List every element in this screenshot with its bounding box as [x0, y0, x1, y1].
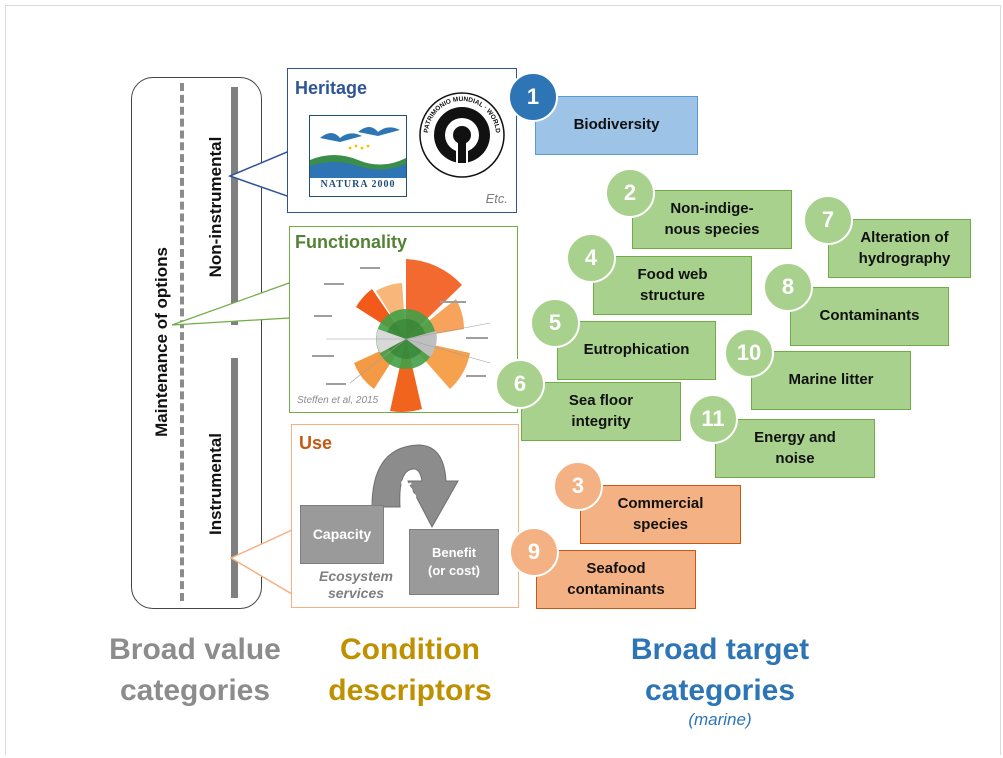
condition-line-2: descriptors	[328, 673, 492, 707]
target-box-marine-litter: Marine litter	[751, 351, 911, 410]
planetary-boundaries-icon	[312, 259, 491, 412]
broad-target-line-2: categories	[644, 673, 796, 707]
target-label-10: Marine litter	[788, 371, 874, 389]
broad-value-heading: Broad value categories	[90, 630, 300, 711]
target-label-6a: Sea floor	[568, 392, 634, 410]
natura-2000-logo: NATURA 2000	[309, 115, 407, 197]
target-label-11b: noise	[775, 449, 815, 467]
target-label-9a: Seafood	[586, 560, 646, 578]
target-number-2: 2	[605, 168, 655, 218]
target-label-11a: Energy and	[754, 429, 836, 447]
target-number-1: 1	[508, 72, 558, 122]
condition-descriptors-heading: Condition descriptors	[305, 630, 515, 711]
target-number-8: 8	[763, 262, 813, 312]
target-box-hydrography: Alteration of hydrography	[828, 219, 971, 278]
functionality-title: Functionality	[295, 232, 407, 252]
heritage-etc: Etc.	[485, 191, 508, 206]
use-panel: Use Use Capacity Benefit (or cost) Ecosy…	[291, 424, 519, 608]
target-label-3a: Commercial	[617, 495, 704, 513]
use-arrow-icon	[371, 444, 459, 529]
target-box-sea-floor: Sea floor integrity	[521, 382, 681, 441]
benefit-box: Benefit (or cost)	[409, 529, 499, 595]
target-label-2b: nous species	[664, 220, 760, 238]
target-number-4: 4	[566, 233, 616, 283]
target-label-7a: Alteration of	[860, 229, 949, 247]
target-box-commercial-species: Commercial species	[580, 485, 741, 544]
target-box-food-web: Food web structure	[593, 256, 752, 315]
slide-frame	[5, 5, 1001, 755]
ecosystem-services-label: Ecosystem services	[308, 568, 404, 602]
capacity-box: Capacity	[300, 505, 384, 564]
benefit-sub-label: (or cost)	[428, 563, 480, 578]
target-label-4a: Food web	[637, 266, 708, 284]
target-number-6: 6	[495, 359, 545, 409]
target-label-2a: Non-indige-	[670, 200, 754, 218]
condition-line-1: Condition	[340, 633, 480, 666]
target-box-biodiversity: Biodiversity	[535, 96, 698, 155]
non-instrumental-bar	[231, 87, 238, 325]
target-number-7: 7	[803, 195, 853, 245]
natura-text: NATURA 2000	[320, 179, 396, 190]
use-title: Use	[299, 433, 333, 453]
broad-value-line-2: categories	[119, 673, 271, 707]
target-number-11: 11	[688, 394, 738, 444]
target-box-energy-noise: Energy and noise	[715, 419, 875, 478]
target-number-5: 5	[530, 298, 580, 348]
heritage-title: Heritage	[295, 78, 368, 98]
target-label-3b: species	[632, 515, 689, 533]
target-label-7b: hydrography	[858, 249, 951, 267]
capacity-label: Capacity	[312, 526, 372, 543]
benefit-label: Benefit	[431, 545, 477, 561]
maintenance-dashed-line	[180, 83, 184, 601]
ecosystem-services-line-2: services	[327, 584, 385, 601]
target-box-non-indigenous-species: Non-indige- nous species	[632, 190, 792, 249]
target-label-5: Eutrophication	[583, 341, 690, 359]
target-label-8: Contaminants	[819, 307, 920, 325]
target-box-seafood-contaminants: Seafood contaminants	[536, 550, 696, 609]
functionality-panel: Functionality Steffen et al, 2015	[289, 226, 518, 413]
broad-target-line-1: Broad target	[630, 633, 810, 666]
broad-target-heading: Broad target categories (marine)	[590, 630, 850, 730]
target-box-eutrophication: Eutrophication	[557, 321, 716, 380]
broad-target-marine: (marine)	[688, 710, 752, 729]
world-heritage-seal-icon: PATRIMONIO MUNDIAL · WORLD HERITAGE · PA…	[418, 91, 505, 178]
natura-birds-icon	[310, 116, 406, 178]
heritage-panel: Heritage NATURA 2000 PATRIMONIO MUNDIAL …	[287, 68, 517, 213]
value-categories-box	[131, 77, 262, 609]
broad-value-line-1: Broad value	[109, 633, 281, 666]
target-label-9b: contaminants	[567, 580, 665, 598]
ecosystem-services-line-1: Ecosystem	[319, 568, 393, 584]
target-label-6b: integrity	[571, 412, 631, 430]
target-number-10: 10	[724, 328, 774, 378]
target-label-biodiversity: Biodiversity	[573, 116, 660, 134]
instrumental-bar	[231, 358, 238, 598]
functionality-credit: Steffen et al, 2015	[297, 395, 379, 406]
target-box-contaminants: Contaminants	[790, 287, 949, 346]
target-number-9: 9	[509, 527, 559, 577]
target-number-3: 3	[553, 461, 603, 511]
target-label-4b: structure	[639, 286, 706, 304]
